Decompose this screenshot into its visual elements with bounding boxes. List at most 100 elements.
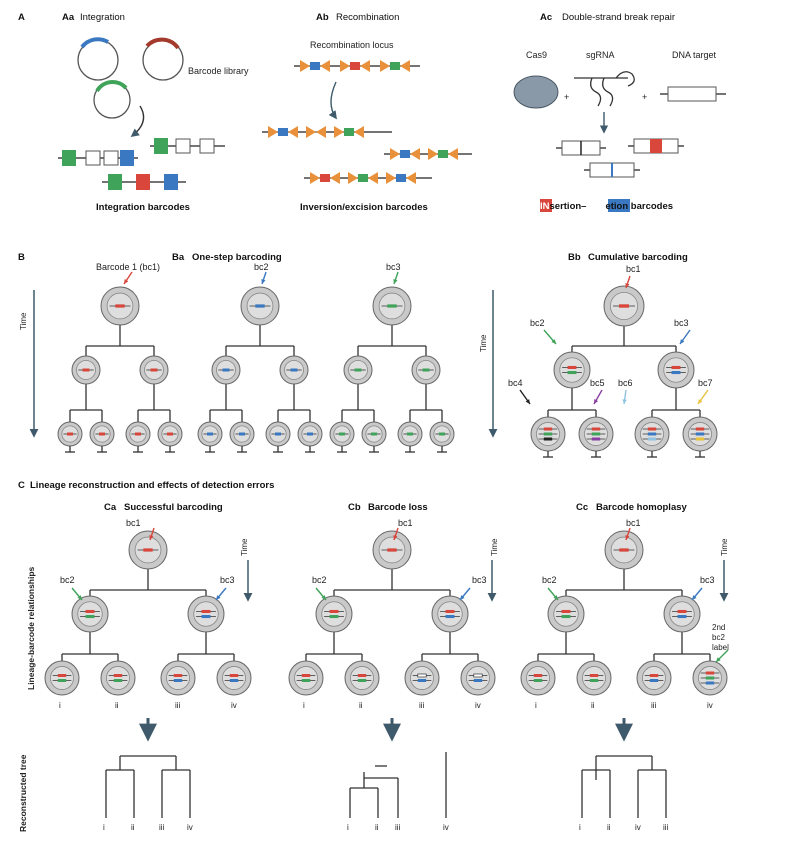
cell xyxy=(57,421,83,447)
barcode-red xyxy=(115,304,125,308)
cell xyxy=(279,355,309,385)
cell xyxy=(288,660,324,696)
tree-leaf-label: ii xyxy=(607,823,611,832)
leaf-label: ii xyxy=(359,701,363,710)
tree-leaf-label: i xyxy=(103,823,105,832)
barcode-arrow-head xyxy=(594,399,599,404)
ba-bc2-label: bc2 xyxy=(254,262,269,272)
barcode-arrow xyxy=(593,389,603,405)
ylabel-tree-line1: Reconstructed tree xyxy=(18,754,28,832)
cell xyxy=(297,421,323,447)
barcode-red xyxy=(561,609,571,613)
barcode-blue xyxy=(229,679,239,682)
cell xyxy=(344,660,380,696)
cc-bc2-label: bc2 xyxy=(542,575,557,585)
cell xyxy=(576,660,612,696)
cell xyxy=(411,355,441,385)
ca-bc2-label: bc2 xyxy=(60,575,75,585)
cell xyxy=(397,421,423,447)
cell-nucleus xyxy=(663,357,689,383)
leaf-label: i xyxy=(303,701,305,710)
barcode-arrow xyxy=(697,389,709,405)
barcode-arrow-head xyxy=(680,339,685,344)
barcode-blue xyxy=(671,371,681,375)
ba-bc1-label: Barcode 1 (bc1) xyxy=(96,262,160,272)
panel-aa: Aa Integration Barcode library xyxy=(58,12,249,213)
barcode-green xyxy=(57,679,67,682)
barcode-blue xyxy=(473,679,483,682)
cell xyxy=(139,355,169,385)
cell-nucleus xyxy=(582,666,606,690)
cas9-protein-icon xyxy=(513,75,559,109)
barcode-arrow-head xyxy=(393,279,398,284)
barcode-yellow xyxy=(695,437,705,441)
barcode-red xyxy=(57,674,67,677)
cell xyxy=(404,660,440,696)
barcode-red xyxy=(705,671,715,675)
cell-nucleus xyxy=(526,666,550,690)
barcode-green xyxy=(591,432,601,436)
cb-time-label: Time xyxy=(490,538,499,556)
panel-c: C Lineage reconstruction and effects of … xyxy=(18,480,729,832)
leaf-label: iv xyxy=(231,701,237,710)
cell xyxy=(216,660,252,696)
barcode-red xyxy=(357,674,367,677)
cell xyxy=(100,660,136,696)
recombination-caption: Inversion/excision barcodes xyxy=(300,202,428,213)
cell-nucleus xyxy=(350,666,374,690)
barcode-library-label: Barcode library xyxy=(188,66,249,76)
cell xyxy=(372,530,412,570)
cell xyxy=(603,285,645,327)
panel-ac: Ac Double-strand break repair Cas9 + sgR… xyxy=(513,12,726,212)
repaired-target-3 xyxy=(584,162,640,178)
bb-bc2-label: bc2 xyxy=(530,318,545,328)
cell xyxy=(71,355,101,385)
barcode-black xyxy=(543,437,553,441)
barcode-arrow-head xyxy=(625,283,630,288)
ylabel-lineage: Lineage-barcode relationships xyxy=(26,566,36,690)
tree-leaf-label: iii xyxy=(663,823,669,832)
ba-bc3-label: bc3 xyxy=(386,262,401,272)
barcode-red xyxy=(229,674,239,677)
barcode-arrow-head xyxy=(553,595,558,600)
cell-nucleus xyxy=(553,601,579,627)
cumulative-tree xyxy=(519,275,718,458)
tree-leaf-label: iv xyxy=(443,823,449,832)
panel-aa-letter: Aa xyxy=(62,12,75,23)
panel-ab-letter: Ab xyxy=(316,12,329,23)
cell-nucleus xyxy=(166,666,190,690)
barcode-arrow xyxy=(393,527,399,541)
barcode-arrow-head xyxy=(525,399,530,404)
barcode-red xyxy=(619,304,629,308)
cell xyxy=(128,530,168,570)
indel-caption: INsertion–DELetion barcodes xyxy=(540,199,673,212)
cell-nucleus xyxy=(222,666,246,690)
panel-ba-letter: Ba xyxy=(172,252,185,263)
cell xyxy=(197,421,223,447)
repaired-target-2 xyxy=(628,138,684,154)
barcode-red xyxy=(99,432,105,436)
ca-time-label: Time xyxy=(240,538,249,556)
bb-bc5-label: bc5 xyxy=(590,378,605,388)
barcode-blue xyxy=(705,681,715,685)
bb-bc4-label: bc4 xyxy=(508,378,523,388)
barcode-arrow xyxy=(715,649,729,663)
barcode-blue xyxy=(290,368,298,372)
barcode-blue xyxy=(445,615,455,619)
barcode-arrow-head xyxy=(393,535,398,540)
barcode-green xyxy=(533,679,543,682)
barcode-green xyxy=(407,432,413,436)
barcode-arrow xyxy=(149,527,155,541)
recombination-locus-label: Recombination locus xyxy=(310,40,394,50)
barcode-arrow-head xyxy=(149,535,154,540)
dna-target-label: DNA target xyxy=(672,50,717,60)
barcode-arrow xyxy=(123,271,133,285)
barcode-arrow-head xyxy=(692,595,697,600)
barcode-red xyxy=(649,674,659,677)
cell xyxy=(361,421,387,447)
tree-leaf-label: iv xyxy=(187,823,193,832)
tree-leaf-label: i xyxy=(347,823,349,832)
locus-excised xyxy=(304,172,432,184)
panel-a-letter: A xyxy=(18,12,25,23)
